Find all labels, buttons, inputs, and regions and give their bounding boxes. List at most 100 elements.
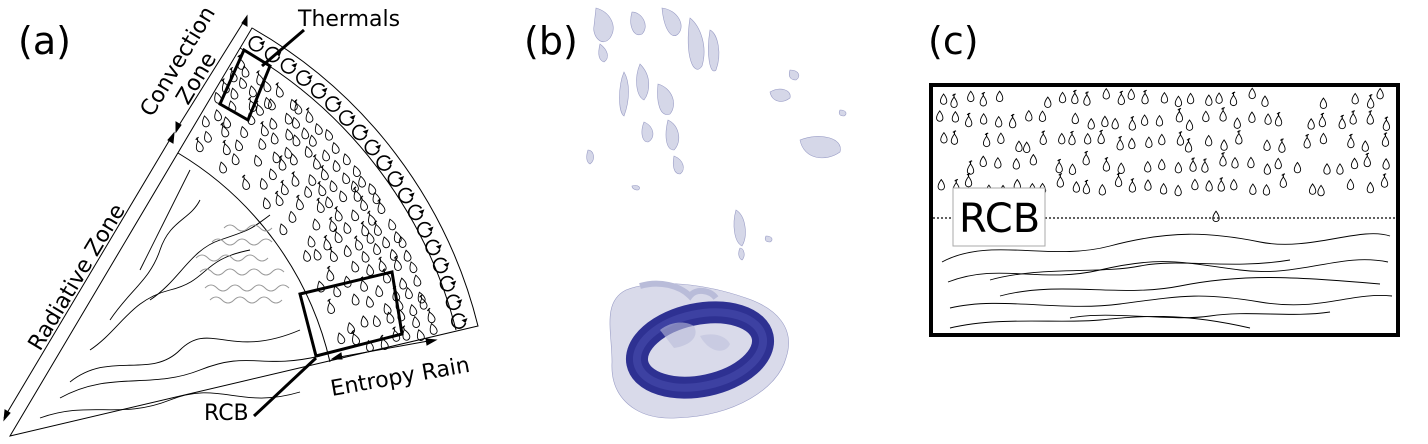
droplet (1323, 163, 1331, 175)
droplet (372, 192, 381, 205)
droplet (325, 128, 333, 141)
droplet (214, 109, 222, 122)
droplet (1262, 183, 1271, 196)
droplet (1303, 133, 1311, 149)
outer-shell-arc (239, 47, 457, 331)
droplet (314, 122, 323, 135)
droplet (398, 235, 407, 248)
droplet (1261, 95, 1269, 107)
droplet (1247, 156, 1255, 169)
droplet (995, 115, 1003, 128)
droplet (353, 235, 363, 251)
droplet (1382, 116, 1391, 131)
droplet (1279, 173, 1287, 188)
droplet (360, 315, 369, 328)
droplet (366, 231, 375, 244)
droplet (393, 231, 402, 244)
droplet (375, 284, 384, 297)
droplet (269, 117, 278, 130)
thermals-box (218, 47, 272, 123)
droplet (1144, 179, 1152, 191)
droplet (1025, 109, 1033, 122)
droplet (352, 165, 361, 177)
droplet (264, 96, 272, 109)
rain-drops-c (936, 87, 1391, 222)
droplet (429, 322, 438, 335)
droplet (301, 127, 310, 140)
droplet (312, 218, 321, 231)
zone-arrows (3, 14, 438, 422)
droplet (328, 246, 338, 262)
droplet (284, 146, 293, 159)
droplet (223, 116, 231, 129)
droplet (412, 315, 420, 328)
droplet (979, 91, 987, 107)
convection-cells (248, 36, 468, 329)
droplet (1008, 113, 1017, 129)
droplet (1012, 157, 1020, 170)
droplet (1174, 161, 1183, 174)
droplet (1363, 152, 1371, 168)
droplet (303, 249, 311, 262)
droplet (417, 291, 426, 304)
droplet (360, 220, 370, 237)
droplet (337, 332, 346, 345)
panel-c: (c) RCB (928, 19, 1400, 337)
droplet (1102, 157, 1111, 172)
panel-b: (b) (524, 7, 847, 419)
droplet (263, 80, 272, 93)
droplet (1072, 181, 1081, 193)
droplet (964, 172, 973, 188)
droplet (388, 218, 397, 231)
droplet (950, 93, 958, 108)
convection-cell (264, 46, 282, 63)
droplet (351, 209, 360, 222)
droplet (373, 242, 381, 255)
droplet (291, 171, 300, 187)
droplet (1068, 130, 1076, 146)
droplet (1307, 118, 1315, 130)
droplet (1117, 90, 1125, 106)
droplet (222, 139, 231, 156)
thermals-leader (261, 28, 305, 68)
droplet (262, 197, 271, 210)
droplet (951, 110, 960, 123)
droplet (305, 107, 314, 123)
entropy-rain-drops (195, 54, 438, 352)
droplet (342, 172, 351, 185)
convection-cell (398, 187, 415, 204)
droplet (1071, 112, 1079, 125)
droplet (1231, 156, 1239, 169)
droplet (967, 90, 975, 102)
droplet (1317, 184, 1325, 197)
droplet (936, 110, 944, 122)
droplet (1274, 157, 1282, 170)
droplet (1347, 133, 1355, 149)
convection-cell (325, 96, 342, 112)
thermals-label: Thermals (297, 7, 400, 32)
droplet (416, 329, 425, 341)
droplet (292, 116, 300, 129)
droplet (1087, 117, 1095, 130)
droplet (343, 221, 352, 234)
droplet (1376, 87, 1384, 100)
rcb-label-c: RCB (959, 196, 1040, 242)
droplet (950, 130, 959, 145)
droplet (1082, 179, 1091, 195)
droplet (1219, 107, 1227, 122)
droplet (373, 220, 382, 236)
droplet (269, 168, 277, 181)
panel-a: (a) (3, 2, 479, 437)
droplet (426, 307, 436, 324)
droplet (1381, 132, 1390, 147)
droplet (352, 186, 362, 202)
droplet (1249, 183, 1257, 195)
droplet (1219, 151, 1227, 167)
droplet (366, 339, 374, 352)
droplet (378, 256, 387, 272)
droplet (1248, 87, 1256, 100)
droplet (1160, 91, 1169, 104)
panel-b-label: (b) (524, 19, 578, 63)
droplet (1038, 110, 1047, 122)
droplet (270, 132, 279, 145)
